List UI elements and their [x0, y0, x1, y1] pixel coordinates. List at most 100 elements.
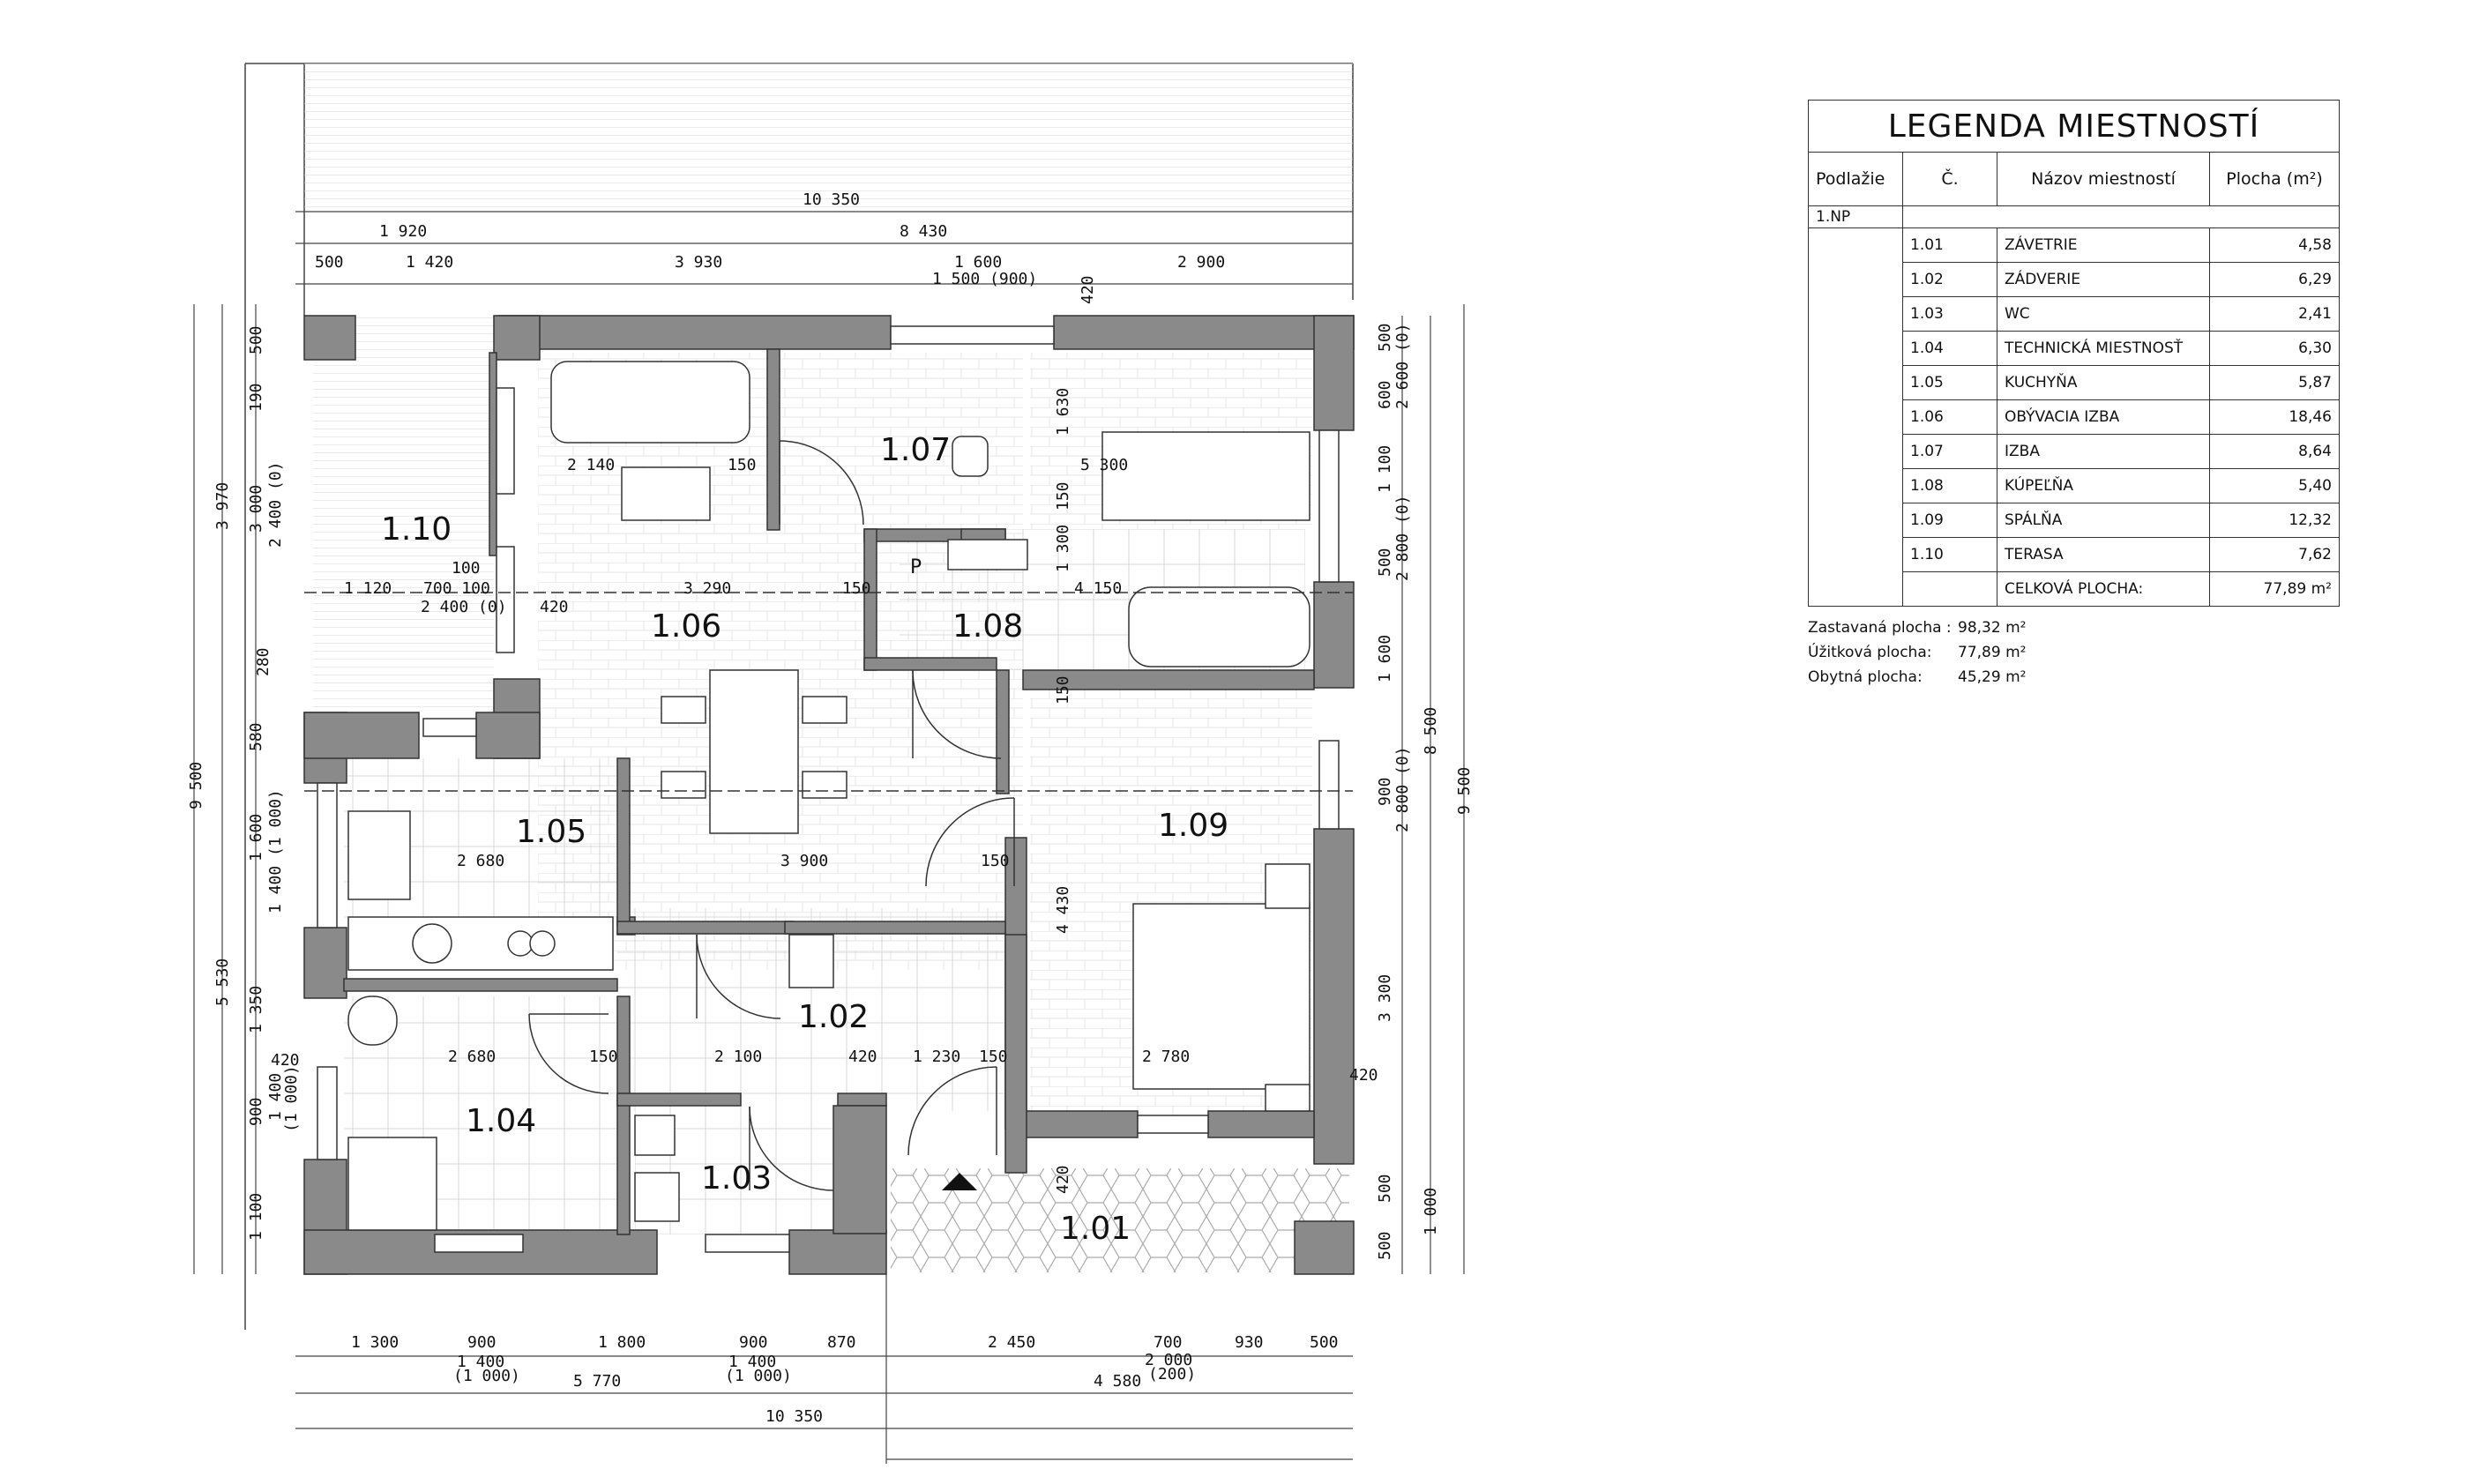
legend-header-name: Názov miestností	[1997, 152, 2210, 206]
note-row: Úžitková plocha: 77,89 m²	[1808, 640, 2340, 665]
doors	[528, 440, 1015, 1191]
dimension-texts: 10 350 1 920 8 430 500 1 420 3 930 1 600…	[187, 190, 1474, 1426]
walls	[303, 315, 1355, 1275]
dim-right-500d: 500	[1376, 1231, 1394, 1260]
dim-in-150g: 150	[979, 1048, 1008, 1066]
legend-header-floor: Podlažie	[1808, 152, 1903, 206]
room-label-1-04: 1.04	[466, 1103, 536, 1139]
legend-total-label: CELKOVÁ PLOCHA:	[1997, 571, 2210, 607]
dim-in-150d: 150	[1054, 675, 1072, 705]
room-label-1-03: 1.03	[701, 1160, 772, 1197]
dim-right-total: 9 500	[1455, 767, 1474, 815]
legend-floor: 1.NP	[1808, 205, 1903, 228]
note-label: Zastavaná plocha :	[1808, 619, 1952, 637]
dim-top-c3: 3 930	[675, 253, 722, 272]
dim-bot-total: 10 350	[765, 1407, 823, 1426]
legend-room-num: 1.03	[1902, 296, 1997, 332]
legend-room-area: 2,41	[2209, 296, 2340, 332]
dim-top-c1: 500	[315, 253, 344, 272]
dim-top-420: 420	[1079, 275, 1097, 304]
dim-bot-1300: 1 300	[351, 1333, 399, 1352]
entrance-arrow	[942, 1173, 977, 1190]
legend-room-num: 1.07	[1902, 434, 1997, 469]
dim-in-2100: 2 100	[714, 1048, 762, 1066]
dim-bot-1800: 1 800	[598, 1333, 646, 1352]
dim-in-150e: 150	[981, 852, 1010, 870]
room-label-1-08: 1.08	[952, 608, 1023, 645]
room-label-1-05: 1.05	[516, 814, 586, 850]
dim-right-600: 600	[1376, 380, 1394, 409]
dim-bot-1400b: 1 400	[728, 1353, 776, 1371]
section-lines	[304, 592, 1353, 792]
note-row: Obytná plocha: 45,29 m²	[1808, 665, 2340, 690]
legend-room-area: 6,30	[2209, 331, 2340, 366]
room-label-1-07: 1.07	[880, 432, 951, 468]
legend-title: LEGENDA MIESTNOSTÍ	[1808, 100, 2340, 153]
legend-room-area: 12,32	[2209, 503, 2340, 538]
dim-in-150c: 150	[842, 579, 871, 598]
dim-right-1100: 1 100	[1376, 445, 1394, 493]
legend-room-name: TECHNICKÁ MIESTNOSŤ	[1997, 331, 2210, 366]
legend-room-name: KÚPEĽŇA	[1997, 468, 2210, 503]
note-value: 77,89 m²	[1958, 644, 2027, 661]
dim-bot-1000a: (1 000)	[453, 1367, 520, 1385]
dim-in-2140: 2 140	[567, 456, 615, 474]
dim-right-2800a: 2 800 (0)	[1393, 495, 1412, 581]
dim-bot-1000b: (1 000)	[725, 1367, 792, 1385]
note-label: Úžitková plocha:	[1808, 644, 1932, 661]
dim-bot-930: 930	[1235, 1333, 1264, 1352]
dim-in-3900: 3 900	[780, 852, 828, 870]
note-row: Zastavaná plocha : 98,32 m²	[1808, 615, 2340, 640]
dim-in-150b: 150	[1054, 481, 1072, 511]
legend-room-name: OBÝVACIA IZBA	[1997, 399, 2210, 435]
dim-top-b: 8 430	[900, 222, 947, 241]
dim-left-280: 280	[254, 647, 273, 676]
dim-in-2680b: 2 680	[448, 1048, 496, 1066]
legend-room-area: 6,29	[2209, 262, 2340, 297]
legend-header-num: Č.	[1902, 152, 1997, 206]
dim-right-1600: 1 600	[1376, 635, 1394, 682]
dim-top-window: 1 500 (900)	[932, 270, 1037, 288]
room-label-1-06: 1.06	[651, 608, 721, 645]
dim-left-3970: 3 970	[213, 482, 232, 530]
parapet-mark: P	[910, 556, 922, 578]
dim-in-1630: 1 630	[1054, 388, 1072, 436]
legend-room-area: 5,87	[2209, 365, 2340, 400]
dim-in-150a: 150	[728, 456, 757, 474]
dim-in-420b: 420	[848, 1048, 877, 1066]
dim-left-total: 9 500	[187, 762, 205, 809]
dim-right-1000: 1 000	[1422, 1188, 1440, 1235]
dim-in-420a: 420	[540, 598, 569, 616]
room-label-1-10: 1.10	[381, 511, 452, 548]
legend-room-area: 8,64	[2209, 434, 2340, 469]
dim-bot-4580: 4 580	[1094, 1372, 1141, 1391]
dim-top-c5: 2 900	[1177, 253, 1225, 272]
dim-in-4430: 4 430	[1054, 886, 1072, 934]
legend-header-area: Plocha (m²)	[2209, 152, 2340, 206]
legend-room-name: KUCHYŇA	[1997, 365, 2210, 400]
legend-room-num: 1.02	[1902, 262, 1997, 297]
furniture	[347, 361, 1310, 1231]
dim-right-500c: 500	[1376, 1174, 1394, 1203]
legend-room-num: 1.05	[1902, 365, 1997, 400]
legend-room-num: 1.09	[1902, 503, 1997, 538]
dim-right-900: 900	[1376, 777, 1394, 806]
dimension-lines	[193, 211, 1465, 1464]
dim-top-c2: 1 420	[406, 253, 453, 272]
legend-room-num: 1.08	[1902, 468, 1997, 503]
dim-left-1000b: (1 000)	[282, 1065, 301, 1132]
dim-in-1120: 1 120	[344, 579, 392, 598]
legend-room-area: 4,58	[2209, 227, 2340, 263]
dim-in-2400: 2 400 (0)	[421, 598, 507, 616]
dim-top-c4: 1 600	[954, 253, 1002, 272]
dim-left-900: 900	[247, 1097, 265, 1126]
room-label-1-09: 1.09	[1158, 808, 1228, 844]
dim-right-420: 420	[1349, 1066, 1378, 1085]
